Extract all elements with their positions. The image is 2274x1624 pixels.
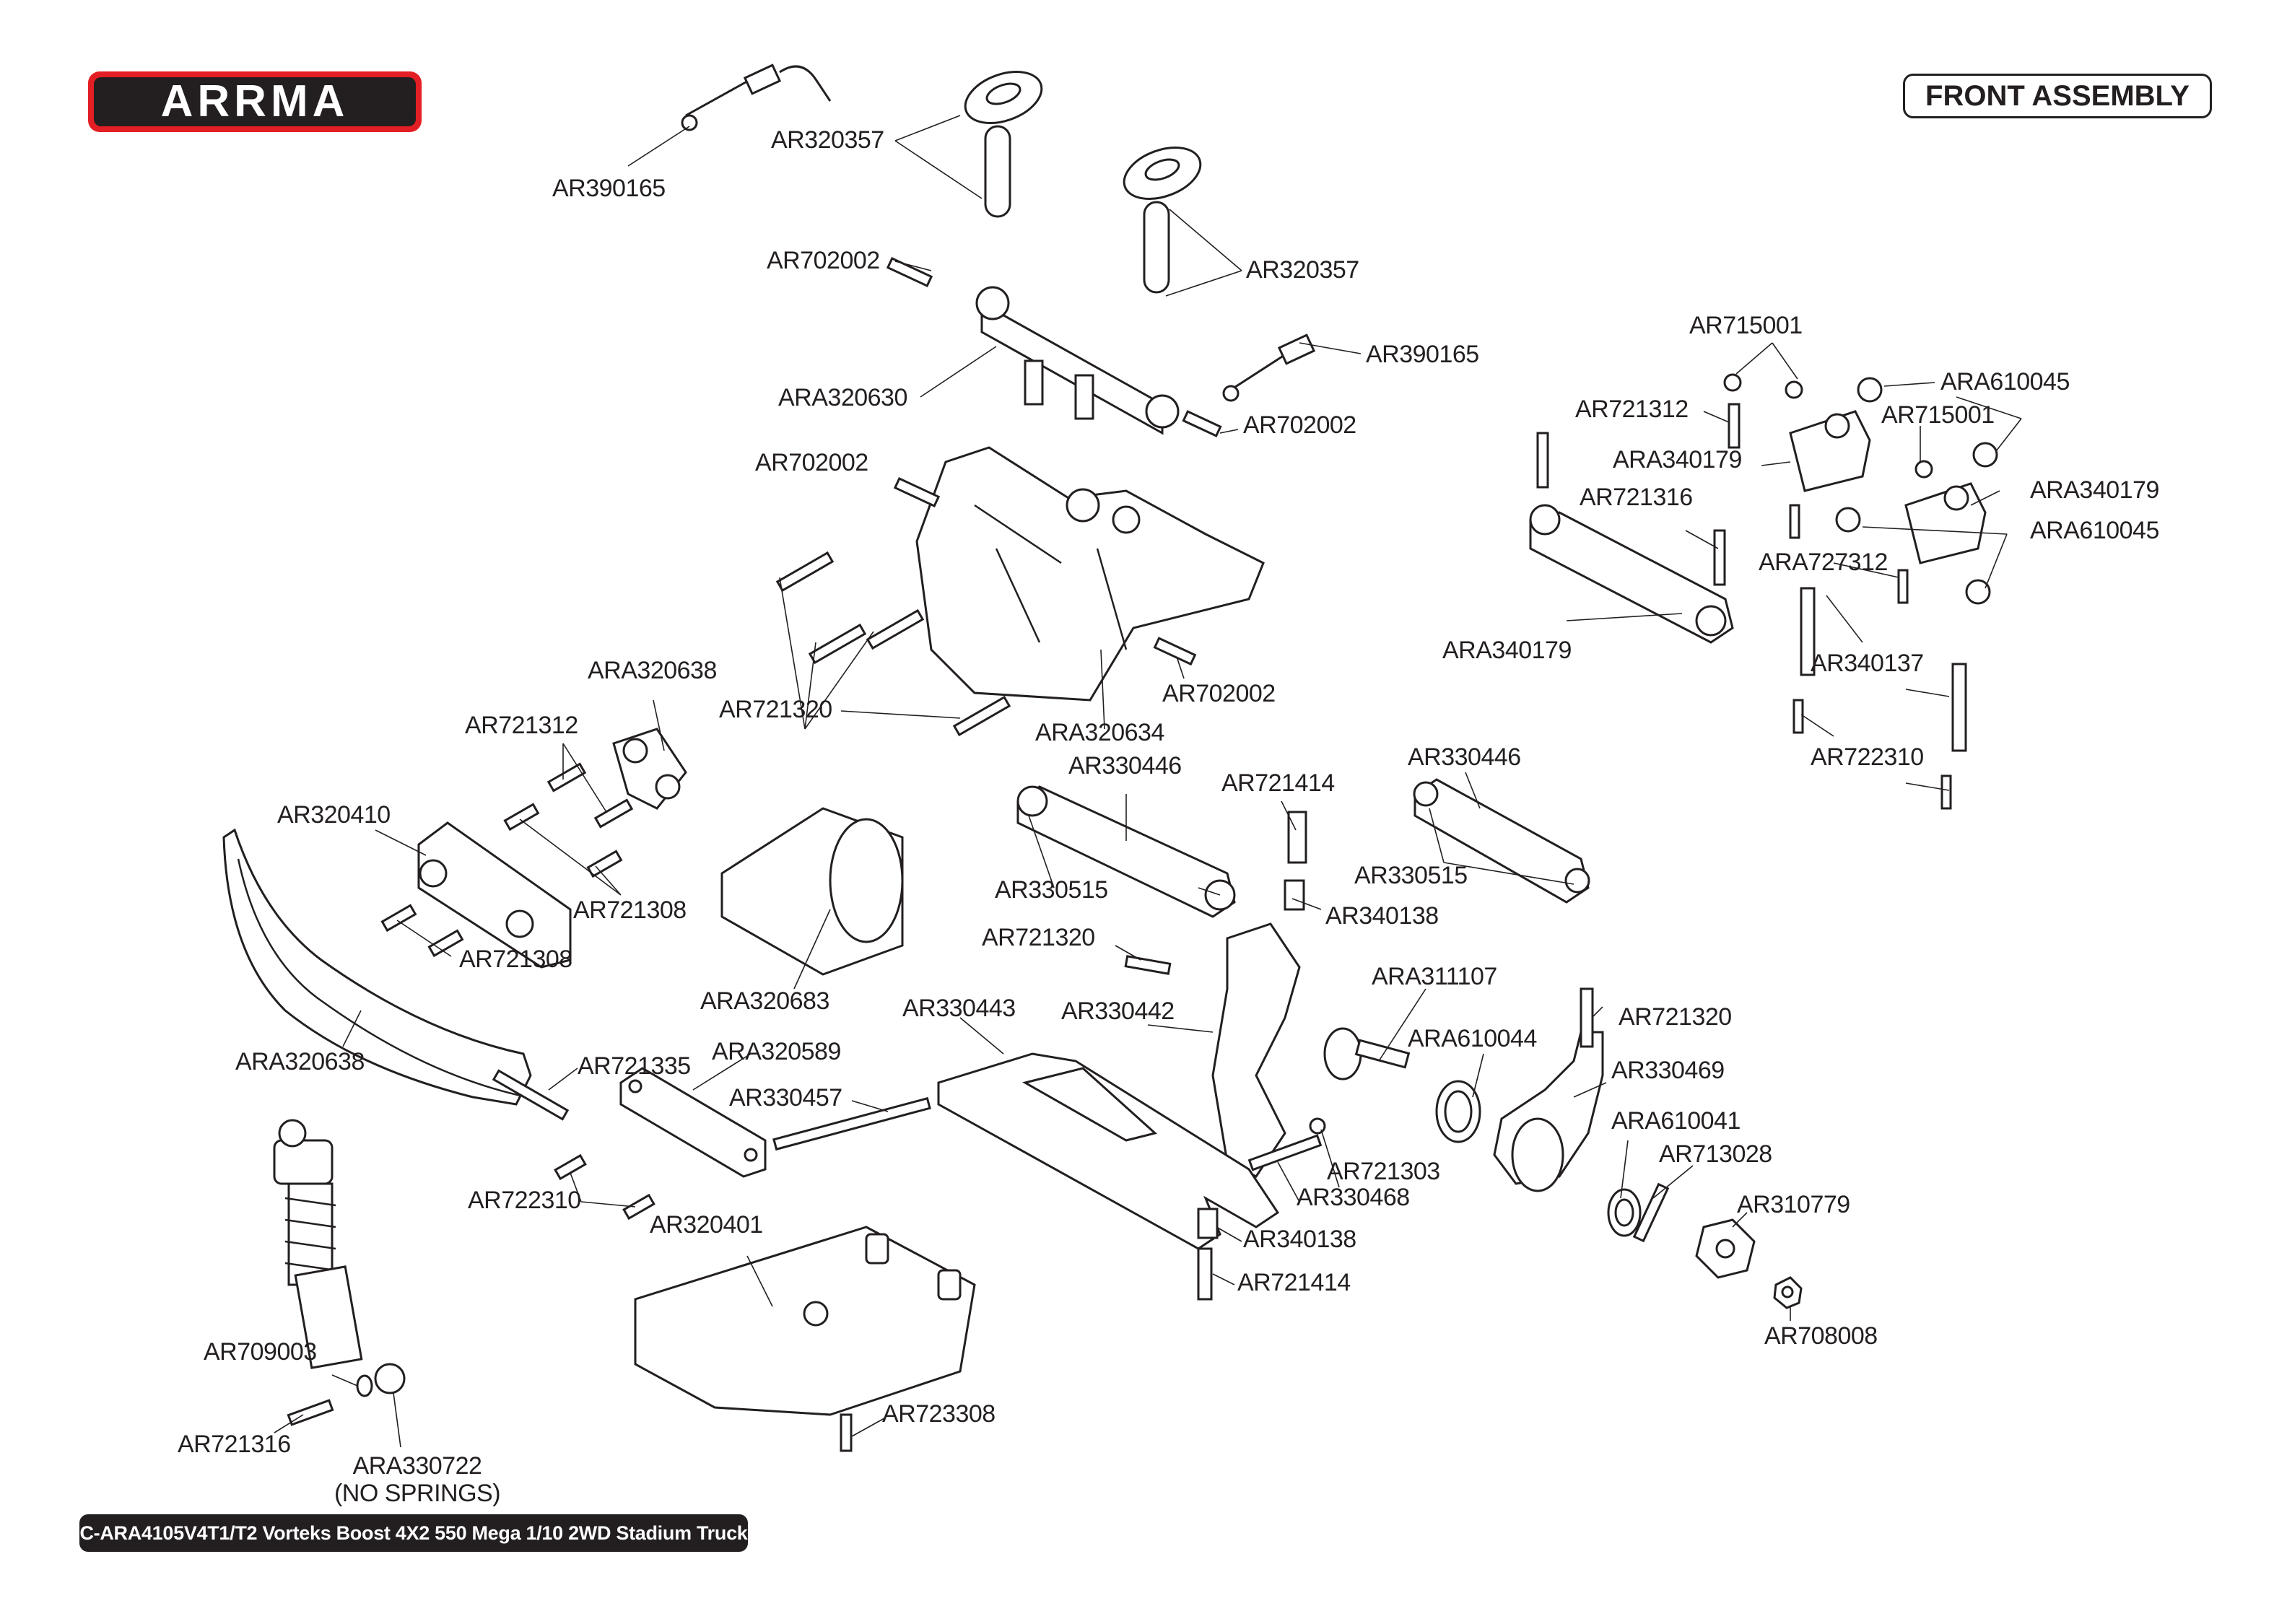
part-label: ARA320630 bbox=[778, 384, 907, 411]
part-label: AR723308 bbox=[882, 1400, 996, 1428]
part-label: ARA320638 bbox=[235, 1048, 365, 1075]
part-label: AR340137 bbox=[1811, 650, 1924, 677]
part-label: AR310779 bbox=[1737, 1191, 1850, 1218]
bumper-brace bbox=[417, 821, 572, 969]
leader-lines bbox=[274, 115, 2022, 1448]
part-label: AR330446 bbox=[1408, 743, 1521, 771]
screws-middle bbox=[775, 256, 1222, 737]
part-label: ARA320638 bbox=[588, 657, 717, 684]
section-title: FRONT ASSEMBLY bbox=[1903, 74, 2212, 118]
front-skid-plate bbox=[634, 1226, 976, 1416]
part-label: AR330443 bbox=[902, 995, 1016, 1022]
camber-link-left bbox=[1016, 785, 1236, 918]
camber-link-right bbox=[1413, 778, 1590, 904]
front-shock bbox=[273, 1119, 406, 1426]
part-label: AR330442 bbox=[1061, 997, 1175, 1025]
part-label: AR721312 bbox=[465, 712, 578, 739]
part-label: AR721312 bbox=[1575, 396, 1689, 423]
steering-knuckle bbox=[1493, 987, 1604, 1192]
part-label: ARA320589 bbox=[712, 1038, 841, 1065]
body-mount-pad-2 bbox=[1123, 147, 1202, 294]
part-label: AR330457 bbox=[729, 1084, 842, 1112]
part-label: AR713028 bbox=[1659, 1140, 1772, 1168]
part-label: AR721303 bbox=[1327, 1158, 1440, 1185]
part-label: AR702002 bbox=[755, 449, 868, 476]
hinge-pins bbox=[772, 1096, 1326, 1301]
part-label: AR721308 bbox=[573, 896, 687, 924]
part-label: AR722310 bbox=[468, 1187, 581, 1214]
no-springs-note: (NO SPRINGS) bbox=[334, 1480, 501, 1507]
part-label: AR320401 bbox=[650, 1211, 763, 1239]
part-label: AR340138 bbox=[1325, 902, 1439, 930]
part-label: AR330515 bbox=[995, 876, 1108, 904]
part-label: AR721320 bbox=[719, 696, 832, 723]
bellcrank-2 bbox=[1904, 482, 1987, 564]
part-label: ARA330722 bbox=[352, 1452, 482, 1480]
pins-center bbox=[1124, 811, 1307, 975]
part-label: ARA311107 bbox=[1372, 963, 1497, 990]
part-label: ARA340179 bbox=[1613, 446, 1742, 473]
part-label: AR320357 bbox=[771, 126, 884, 154]
bumper-mount bbox=[612, 728, 687, 810]
caster-block bbox=[1211, 922, 1301, 1178]
part-label: AR721320 bbox=[982, 924, 1095, 951]
part-label: AR330468 bbox=[1297, 1184, 1410, 1211]
part-label: AR702002 bbox=[1162, 680, 1276, 707]
body-clip-top-left bbox=[681, 64, 832, 131]
bearings-nuts bbox=[1723, 373, 1998, 605]
part-label: AR715001 bbox=[1689, 312, 1803, 339]
body-clip-right bbox=[1222, 333, 1316, 402]
part-label: AR721316 bbox=[178, 1431, 291, 1458]
part-label: ARA320634 bbox=[1035, 719, 1164, 746]
part-label: AR708008 bbox=[1764, 1322, 1878, 1350]
screws-pins-right bbox=[1536, 403, 1967, 810]
part-label: ARA320683 bbox=[700, 987, 829, 1015]
screws-bumper bbox=[380, 762, 634, 958]
body-mount-pad-1 bbox=[964, 71, 1043, 218]
bellcrank-1 bbox=[1789, 410, 1871, 492]
part-label: AR330469 bbox=[1611, 1057, 1725, 1084]
wheel-hub-parts bbox=[1607, 1182, 1803, 1309]
part-label: AR320357 bbox=[1246, 256, 1359, 284]
part-label: AR721335 bbox=[578, 1052, 691, 1080]
part-label: AR390165 bbox=[552, 175, 666, 202]
arrma-logo: ARRMA bbox=[88, 71, 422, 132]
logo-text: ARRMA bbox=[161, 77, 349, 126]
part-label: AR702002 bbox=[1243, 411, 1356, 439]
front-bumper bbox=[222, 828, 532, 1106]
steering-rack bbox=[1529, 504, 1734, 644]
lower-arm-screws bbox=[492, 1069, 853, 1452]
part-label: AR330446 bbox=[1068, 752, 1182, 780]
part-label: ARA340179 bbox=[2030, 476, 2159, 504]
part-label: AR715001 bbox=[1881, 401, 1995, 429]
part-label: ARA727312 bbox=[1759, 549, 1888, 576]
model-footer: C-ARA4105V4T1/T2 Vorteks Boost 4X2 550 M… bbox=[79, 1514, 748, 1552]
part-label: AR330515 bbox=[1354, 862, 1468, 889]
part-label: AR709003 bbox=[204, 1338, 317, 1366]
part-label: ARA610045 bbox=[1940, 368, 2070, 396]
part-label: AR721414 bbox=[1221, 769, 1335, 797]
part-label: AR721316 bbox=[1580, 484, 1693, 511]
bearing-610044 bbox=[1435, 1080, 1481, 1143]
part-label: AR390165 bbox=[1366, 341, 1479, 368]
part-label: AR721308 bbox=[459, 946, 572, 973]
part-label: AR320410 bbox=[277, 801, 391, 829]
hinge-pin-brace bbox=[619, 1067, 767, 1178]
part-label: ARA610045 bbox=[2030, 517, 2159, 544]
part-label: AR721414 bbox=[1237, 1269, 1351, 1296]
part-label: AR721320 bbox=[1619, 1003, 1732, 1031]
part-label: ARA340179 bbox=[1442, 637, 1572, 664]
front-bulkhead bbox=[915, 446, 1265, 702]
part-label: AR722310 bbox=[1811, 743, 1924, 771]
part-label: ARA610044 bbox=[1408, 1025, 1537, 1052]
part-label: ARA610041 bbox=[1611, 1107, 1741, 1135]
foam-bumper-block bbox=[720, 807, 904, 976]
stub-axle bbox=[1323, 1027, 1411, 1081]
part-label: AR340138 bbox=[1243, 1226, 1356, 1253]
body-post-mount bbox=[975, 286, 1180, 435]
lower-suspension-arm bbox=[937, 1052, 1280, 1250]
part-label: AR702002 bbox=[767, 247, 880, 274]
